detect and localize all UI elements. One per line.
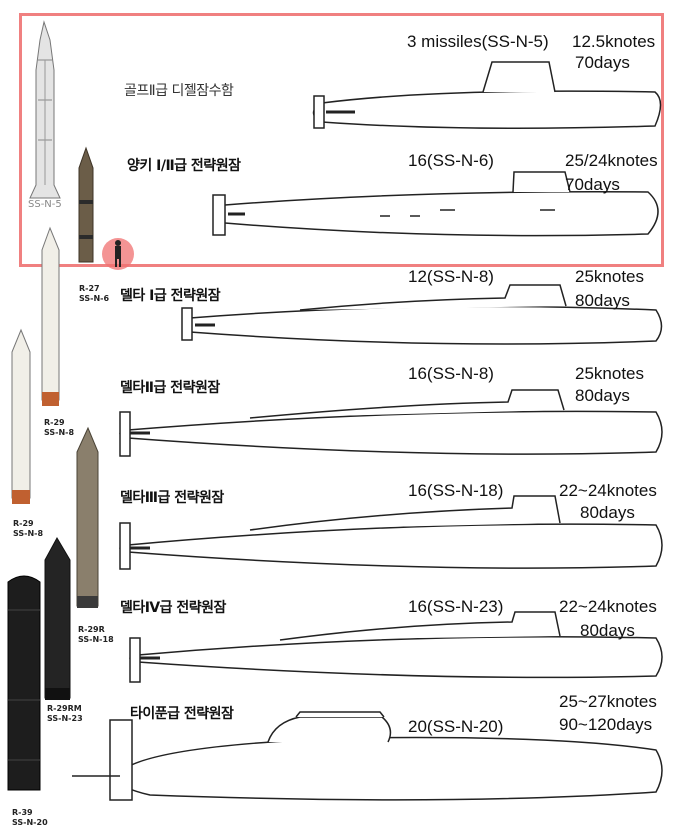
endurance-typhoon: 90~120days xyxy=(559,715,653,734)
submarine-yankee xyxy=(212,171,659,237)
speed-delta-i: 25knotes xyxy=(575,267,644,286)
endurance-delta-ii: 80days xyxy=(575,386,630,405)
submarine-typhoon xyxy=(72,711,663,801)
missile-count-yankee: 16(SS-N-6) xyxy=(408,151,494,170)
submarine-delta-i xyxy=(181,284,663,345)
speed-delta-ii: 25knotes xyxy=(575,364,644,383)
missile-count-delta-ii: 16(SS-N-8) xyxy=(408,364,494,383)
class-label-delta-iii: 델타Ⅲ급 전략원잠 xyxy=(120,490,224,506)
endurance-delta-iii: 80days xyxy=(580,503,635,522)
speed-golf: 12.5knotes xyxy=(572,32,656,51)
highlight-box xyxy=(19,13,664,267)
missile-count-delta-i: 12(SS-N-8) xyxy=(408,267,494,286)
class-label-delta-iv: 델타Ⅳ급 전략원잠 xyxy=(120,600,226,616)
endurance-delta-i: 80days xyxy=(575,291,630,310)
missile-count-typhoon: 20(SS-N-20) xyxy=(408,717,504,736)
missile-count-delta-iii: 16(SS-N-18) xyxy=(408,481,504,500)
missile-count-delta-iv: 16(SS-N-23) xyxy=(408,597,504,616)
human-scale-figure xyxy=(102,238,134,270)
missile-r-29rm xyxy=(44,536,71,700)
speed-delta-iii: 22~24knotes xyxy=(559,481,657,500)
endurance-golf: 70days xyxy=(575,53,630,72)
class-label-yankee: 양키 Ⅰ/Ⅱ급 전략원잠 xyxy=(127,158,241,174)
class-label-golf: 골프Ⅱ급 디젤잠수함 xyxy=(124,83,234,99)
missile-r-39 xyxy=(7,575,41,791)
missile-r-29-b xyxy=(11,328,31,504)
endurance-yankee: 70days xyxy=(565,175,620,194)
submarine-delta-ii xyxy=(119,389,663,457)
submarine-delta-iv xyxy=(129,611,663,683)
class-label-delta-i: 델타 Ⅰ급 전략원잠 xyxy=(120,288,221,304)
class-label-delta-ii: 델타Ⅱ급 전략원잠 xyxy=(120,380,220,396)
missile-r-29r xyxy=(76,426,99,608)
missile-ss-n-5 xyxy=(29,20,61,199)
submarine-delta-iii xyxy=(119,495,663,570)
speed-typhoon: 25~27knotes xyxy=(559,692,657,711)
missile-r-29-a xyxy=(41,226,60,406)
missile-count-golf: 3 missiles(SS-N-5) xyxy=(407,32,549,51)
submarine-golf xyxy=(312,61,662,129)
missile-r-27 xyxy=(78,146,94,263)
endurance-delta-iv: 80days xyxy=(580,621,635,640)
speed-delta-iv: 22~24knotes xyxy=(559,597,657,616)
missile-label-ss-n-5: SS-N-5 xyxy=(28,199,62,210)
speed-yankee: 25/24knotes xyxy=(565,151,658,170)
class-label-typhoon: 타이푼급 전략원잠 xyxy=(130,706,234,722)
